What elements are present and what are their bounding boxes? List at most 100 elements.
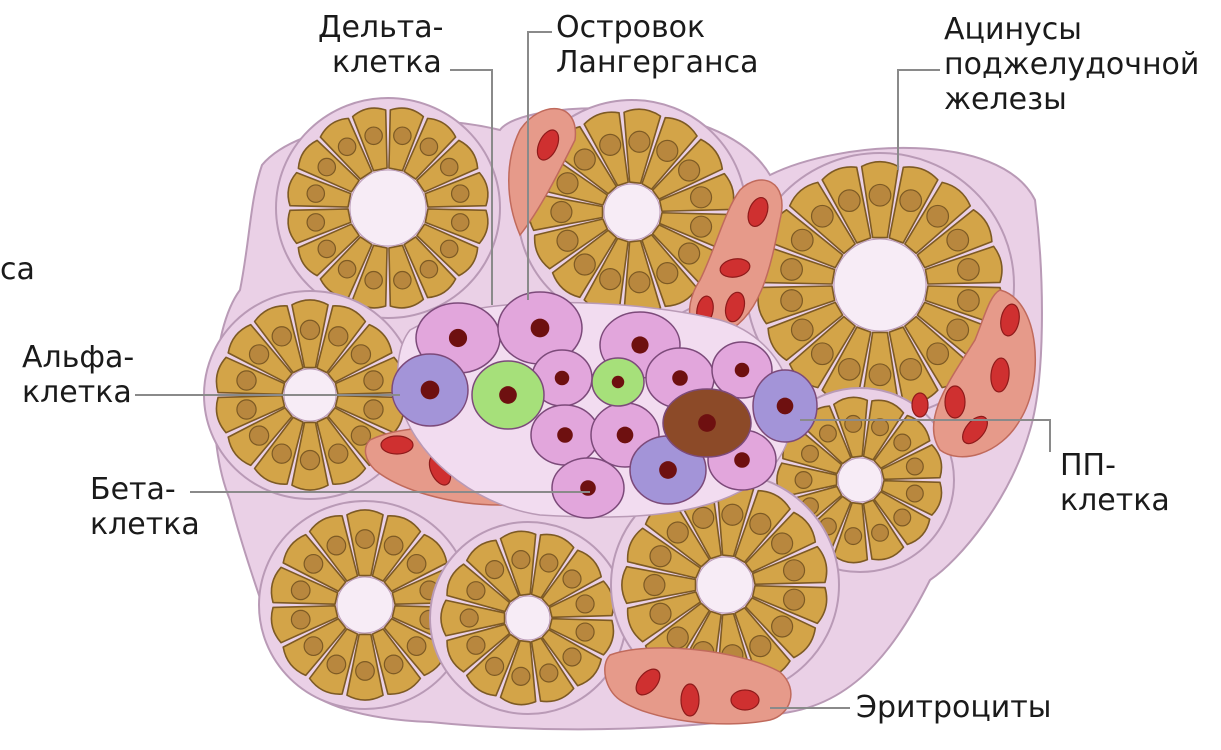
delta-cell bbox=[472, 361, 544, 429]
alpha-cell bbox=[392, 354, 468, 426]
acinar-nucleus bbox=[512, 667, 530, 685]
acinar-nucleus bbox=[650, 603, 671, 624]
acinar-nucleus bbox=[781, 259, 803, 281]
acinar-nucleus bbox=[318, 240, 335, 257]
acinar-nucleus bbox=[338, 261, 355, 278]
acinar-nucleus bbox=[551, 202, 572, 223]
acinar-nucleus bbox=[420, 261, 437, 278]
acinar-nucleus bbox=[784, 560, 805, 581]
acinar-nucleus bbox=[304, 555, 323, 574]
acinar-nucleus bbox=[249, 426, 268, 445]
acinar-nucleus bbox=[784, 589, 805, 610]
acinar-nucleus bbox=[364, 400, 383, 419]
acinar-nucleus bbox=[679, 243, 700, 264]
acinar-nucleus bbox=[272, 444, 291, 463]
label-pp-cell: ПП-клетка bbox=[1060, 448, 1170, 518]
acinus-lumen bbox=[604, 184, 660, 240]
acinar-nucleus bbox=[657, 263, 678, 284]
acinar-nucleus bbox=[900, 190, 922, 212]
islet-cell-nucleus bbox=[672, 370, 688, 386]
acinar-nucleus bbox=[812, 205, 834, 227]
acinar-nucleus bbox=[365, 272, 382, 289]
acinar-nucleus bbox=[894, 434, 911, 451]
erythrocyte bbox=[945, 386, 965, 418]
acinar-nucleus bbox=[691, 216, 712, 237]
islet-cell-nucleus bbox=[449, 329, 467, 347]
acinar-nucleus bbox=[441, 240, 458, 257]
acinar-nucleus bbox=[667, 627, 688, 648]
acinar-nucleus bbox=[795, 472, 812, 489]
acinar-nucleus bbox=[772, 533, 793, 554]
acinar-nucleus bbox=[291, 581, 310, 600]
acinar-nucleus bbox=[249, 345, 268, 364]
acinar-nucleus bbox=[802, 445, 819, 462]
acinar-nucleus bbox=[486, 657, 504, 675]
acinar-nucleus bbox=[460, 609, 478, 627]
acinar-nucleus bbox=[540, 664, 558, 682]
acinar-nucleus bbox=[441, 158, 458, 175]
acinar-nucleus bbox=[486, 561, 504, 579]
acinar-nucleus bbox=[272, 327, 291, 346]
islet-cell-nucleus bbox=[531, 319, 550, 338]
acinar-nucleus bbox=[557, 230, 578, 251]
acinar-nucleus bbox=[356, 530, 375, 549]
acinus-lumen bbox=[337, 577, 393, 633]
acinar-nucleus bbox=[318, 158, 335, 175]
acinar-nucleus bbox=[644, 575, 665, 596]
acinar-nucleus bbox=[407, 555, 426, 574]
acinar-nucleus bbox=[338, 138, 355, 155]
acinar-nucleus bbox=[869, 364, 891, 386]
erythrocyte bbox=[681, 684, 699, 716]
islet-cell-nucleus bbox=[698, 414, 716, 432]
islet-cell-nucleus bbox=[631, 336, 648, 353]
acinar-nucleus bbox=[512, 551, 530, 569]
islet-cell-nucleus bbox=[659, 461, 677, 479]
erythrocyte bbox=[381, 436, 413, 454]
acinar-nucleus bbox=[820, 425, 837, 442]
acinar-nucleus bbox=[576, 623, 594, 641]
acinar-nucleus bbox=[750, 636, 771, 657]
acinar-nucleus bbox=[291, 610, 310, 629]
acinar-nucleus bbox=[307, 185, 324, 202]
label-erythrocytes: Эритроциты bbox=[856, 690, 1051, 725]
acinus-bottom-center bbox=[430, 522, 626, 714]
acinar-nucleus bbox=[364, 371, 383, 390]
acinar-nucleus bbox=[420, 138, 437, 155]
acinus-lumen bbox=[506, 596, 550, 640]
acinar-nucleus bbox=[650, 546, 671, 567]
acinar-nucleus bbox=[237, 400, 256, 419]
acinus-lumen bbox=[350, 170, 426, 246]
islet-cell-nucleus bbox=[734, 452, 750, 468]
acinar-nucleus bbox=[791, 319, 813, 341]
label-alpha-cell: Альфа-клетка bbox=[22, 340, 134, 410]
acinar-nucleus bbox=[845, 528, 862, 545]
acinar-nucleus bbox=[629, 272, 650, 293]
acinar-nucleus bbox=[327, 655, 346, 674]
acinar-nucleus bbox=[467, 582, 485, 600]
beta-cell bbox=[531, 405, 599, 465]
acinar-nucleus bbox=[812, 343, 834, 365]
acinar-nucleus bbox=[304, 637, 323, 656]
acinar-nucleus bbox=[667, 522, 688, 543]
label-partial-left: са bbox=[0, 252, 35, 287]
acinar-nucleus bbox=[237, 371, 256, 390]
acinar-nucleus bbox=[839, 190, 861, 212]
acinar-nucleus bbox=[394, 272, 411, 289]
acinus-lumen bbox=[697, 557, 753, 613]
acinar-nucleus bbox=[574, 254, 595, 275]
acinar-nucleus bbox=[947, 229, 969, 251]
islet-cell-nucleus bbox=[557, 427, 573, 443]
acinar-nucleus bbox=[958, 259, 980, 281]
label-beta-cell: Бета-клетка bbox=[90, 472, 200, 542]
acinus-lumen bbox=[838, 458, 882, 502]
acinar-nucleus bbox=[906, 485, 923, 502]
acinus-lumen bbox=[834, 239, 926, 331]
acinar-nucleus bbox=[576, 595, 594, 613]
acinar-nucleus bbox=[327, 536, 346, 555]
acinar-nucleus bbox=[927, 343, 949, 365]
acinar-nucleus bbox=[384, 655, 403, 674]
acinar-nucleus bbox=[384, 536, 403, 555]
delta-cell bbox=[592, 358, 644, 406]
